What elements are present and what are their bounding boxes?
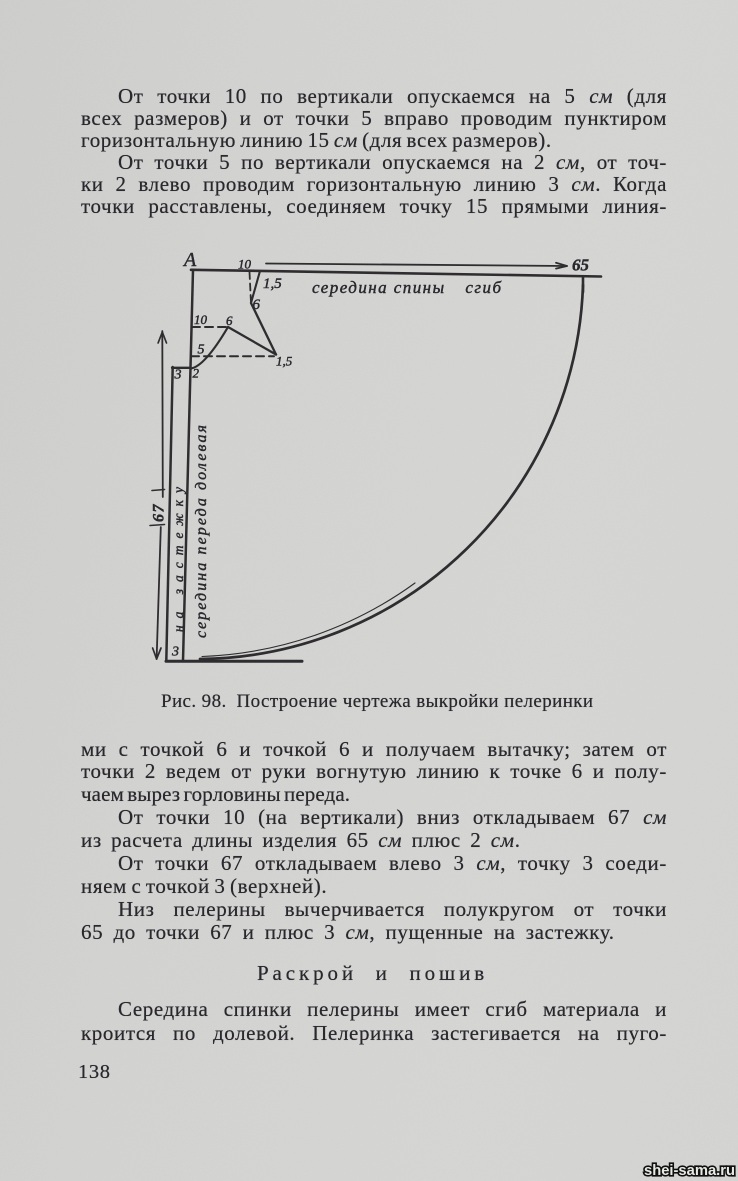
svg-text:3: 3 <box>171 645 179 660</box>
svg-text:2: 2 <box>193 366 200 381</box>
svg-text:6: 6 <box>226 313 233 328</box>
svg-text:середина переда долевая: середина переда долевая <box>193 425 210 638</box>
svg-text:65: 65 <box>572 256 590 275</box>
svg-text:А: А <box>182 249 197 271</box>
svg-text:1,5: 1,5 <box>276 354 293 369</box>
svg-text:3: 3 <box>174 368 182 383</box>
svg-text:shei-sama.ru: shei-sama.ru <box>644 1163 735 1179</box>
svg-text:5: 5 <box>198 343 205 358</box>
svg-text:67: 67 <box>151 503 168 522</box>
svg-text:10: 10 <box>238 257 252 272</box>
svg-text:10: 10 <box>194 312 208 327</box>
svg-text:1,5: 1,5 <box>263 276 282 292</box>
svg-text:6: 6 <box>253 297 261 313</box>
svg-text:середина спины сгиб: середина спины сгиб <box>312 278 502 297</box>
